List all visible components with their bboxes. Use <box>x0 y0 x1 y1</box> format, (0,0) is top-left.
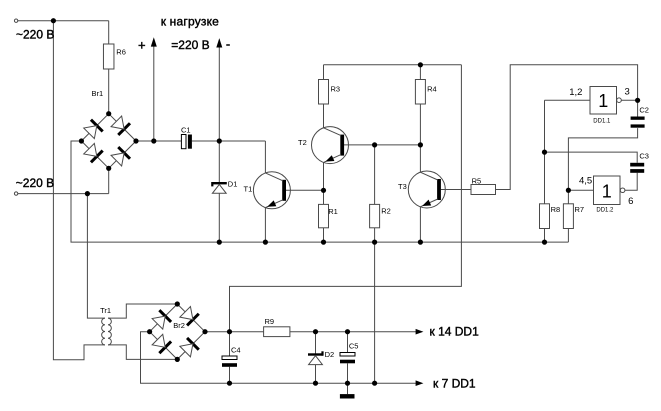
svg-text:3: 3 <box>625 86 630 97</box>
svg-text:D2: D2 <box>325 350 335 359</box>
svg-text:C3: C3 <box>639 151 649 160</box>
svg-text:+: + <box>138 37 146 52</box>
svg-text:1,2: 1,2 <box>569 87 582 98</box>
svg-text:D1: D1 <box>228 179 238 188</box>
svg-text:C1: C1 <box>181 125 191 134</box>
svg-text:DD1.2: DD1.2 <box>596 208 614 214</box>
svg-text:C2: C2 <box>639 106 649 115</box>
svg-text:-: - <box>226 36 230 51</box>
svg-text:Br1: Br1 <box>92 89 104 98</box>
svg-text:R4: R4 <box>427 85 437 94</box>
svg-text:R1: R1 <box>328 207 338 216</box>
svg-text:1: 1 <box>602 182 612 202</box>
svg-text:1: 1 <box>598 91 608 111</box>
svg-text:R9: R9 <box>265 317 275 326</box>
svg-text:T3: T3 <box>398 182 407 191</box>
svg-text:R6: R6 <box>116 48 126 57</box>
svg-text:6: 6 <box>628 196 633 207</box>
svg-text:Tr1: Tr1 <box>100 306 111 315</box>
svg-text:R2: R2 <box>381 207 391 216</box>
svg-text:T2: T2 <box>298 138 307 147</box>
svg-text:T1: T1 <box>244 184 253 193</box>
svg-text:Br2: Br2 <box>173 321 185 330</box>
svg-text:к 7 DD1: к 7 DD1 <box>433 376 476 390</box>
svg-text:=220 В: =220 В <box>171 38 209 52</box>
svg-text:~220 В: ~220 В <box>16 28 54 42</box>
svg-text:R8: R8 <box>551 205 561 214</box>
svg-text:~220 В: ~220 В <box>16 176 54 190</box>
svg-text:DD1.1: DD1.1 <box>593 119 611 125</box>
svg-text:R3: R3 <box>331 85 341 94</box>
svg-text:R7: R7 <box>575 205 585 214</box>
svg-text:к нагрузке: к нагрузке <box>161 14 219 28</box>
svg-text:C4: C4 <box>231 345 241 354</box>
svg-text:R5: R5 <box>472 176 482 185</box>
svg-text:C5: C5 <box>349 341 359 350</box>
svg-text:4,5: 4,5 <box>579 175 592 186</box>
svg-text:к 14 DD1: к 14 DD1 <box>430 324 480 338</box>
